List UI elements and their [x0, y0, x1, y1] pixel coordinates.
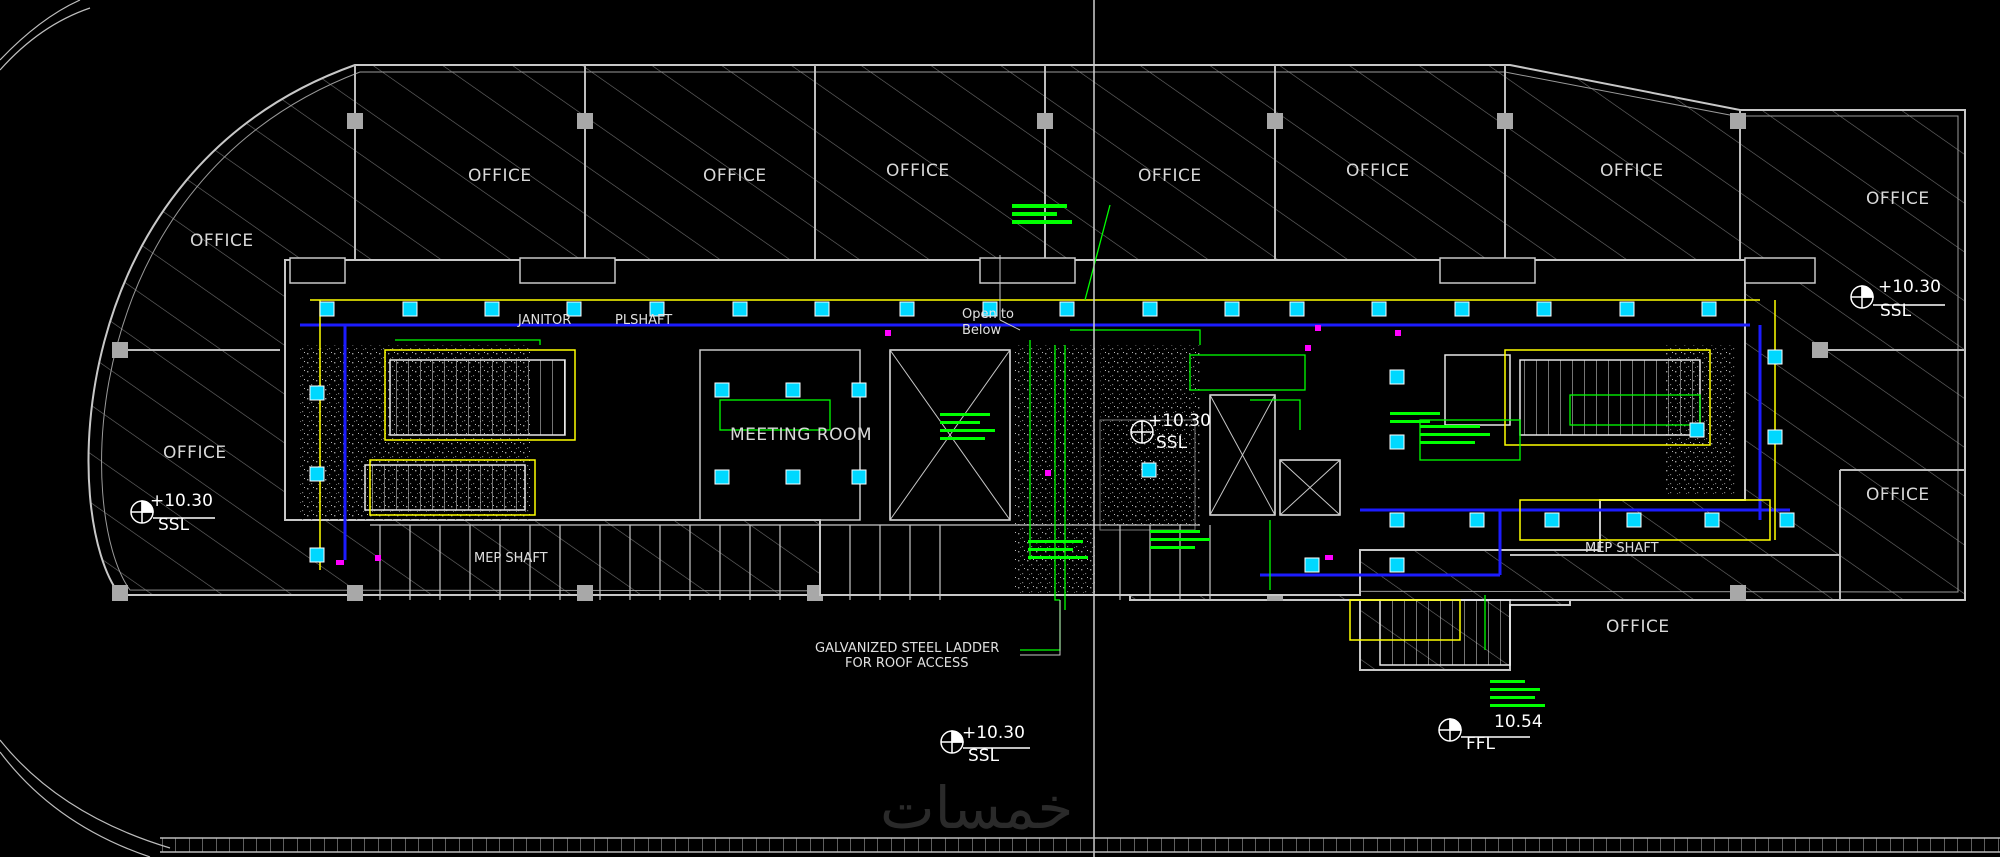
note-ladder-1: GALVANIZED STEEL LADDER: [815, 641, 999, 656]
room-label-office-5: OFFICE: [1346, 161, 1410, 181]
level-ref-ffl: FFL: [1466, 734, 1496, 754]
level-value-right: +10.30: [1878, 277, 1941, 297]
level-ref-core: SSL: [1156, 433, 1188, 453]
room-label-office-6: OFFICE: [1600, 161, 1664, 181]
level-markers: [130, 285, 1945, 754]
room-label-office-7: OFFICE: [1866, 189, 1930, 209]
level-ref-left: SSL: [158, 515, 190, 535]
level-ref-right: SSL: [1880, 301, 1912, 321]
bottom-ruler: [160, 837, 2000, 853]
note-open-to-below-2: Below: [962, 323, 1001, 338]
level-texts: +10.30 SSL +10.30 SSL +10.30 SSL +10.30 …: [150, 277, 1941, 766]
office-partitions: [120, 65, 1965, 600]
watermark: خمسات: [880, 774, 1073, 842]
room-label-office-11: OFFICE: [1606, 617, 1670, 637]
equipment-markers: [336, 325, 1401, 565]
room-label-janitor: JANITOR: [517, 313, 571, 328]
note-ladder-2: FOR ROOF ACCESS: [845, 656, 969, 671]
room-label-office-1: OFFICE: [468, 166, 532, 186]
level-value-core: +10.30: [1148, 411, 1211, 431]
room-label-office-3: OFFICE: [886, 161, 950, 181]
room-label-office-2: OFFICE: [703, 166, 767, 186]
stairs-and-shafts: [364, 349, 1701, 666]
green-notes: [940, 204, 1545, 707]
green-annotations: [395, 204, 1701, 651]
site-boundary-arcs: [0, 0, 171, 857]
leader-lines: [999, 255, 1061, 656]
note-open-to-below-1: Open to: [962, 307, 1014, 322]
room-label-office-8: OFFICE: [190, 231, 254, 251]
balcony-railing: [370, 524, 1211, 600]
hvac-ducts: [300, 323, 1790, 577]
level-value-left: +10.30: [150, 491, 213, 511]
ceiling-diffusers: [309, 301, 1795, 573]
room-label-plshaft: PLSHAFT: [615, 313, 672, 328]
room-label-office-9: OFFICE: [163, 443, 227, 463]
door-recesses: [289, 257, 1816, 284]
level-value-center: +10.30: [962, 723, 1025, 743]
level-ref-center: SSL: [968, 746, 1000, 766]
room-label-meeting-room: MEETING ROOM: [730, 425, 872, 445]
room-label-mep-shaft-2: MEP SHAFT: [1585, 541, 1659, 556]
room-label-office-10: OFFICE: [1866, 485, 1930, 505]
yellow-pipework: [310, 299, 1776, 641]
room-label-mep-shaft-1: MEP SHAFT: [474, 551, 548, 566]
level-value-ffl: 10.54: [1494, 712, 1543, 732]
room-labels: OFFICE OFFICE OFFICE OFFICE OFFICE OFFIC…: [163, 161, 1930, 671]
room-label-office-4: OFFICE: [1138, 166, 1202, 186]
